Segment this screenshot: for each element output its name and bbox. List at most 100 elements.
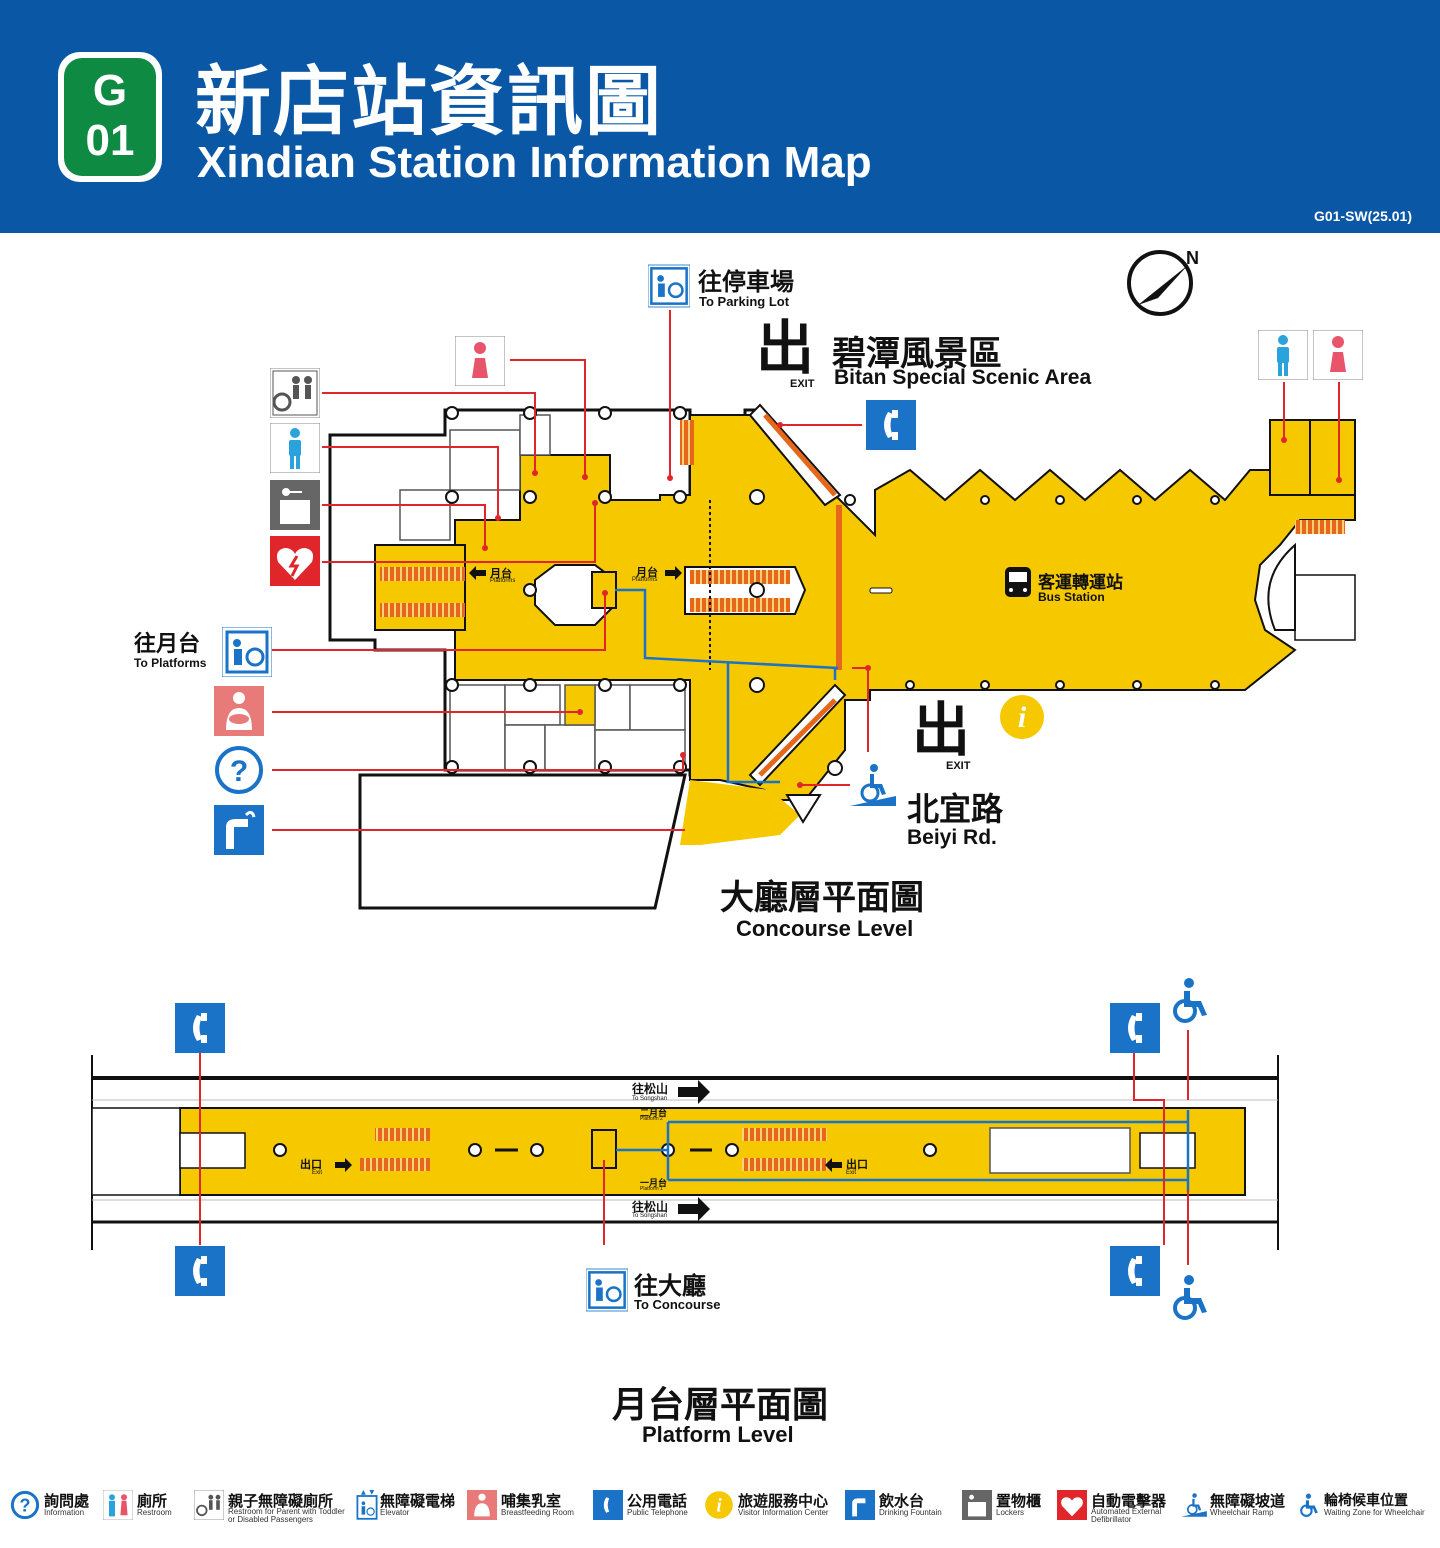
platform-sign-west-zh: 月台 <box>490 567 512 580</box>
ticket-gate-strip <box>836 505 842 670</box>
bench <box>869 587 893 594</box>
breastfeeding-room-icon <box>467 1490 497 1520</box>
accessible-route <box>615 588 839 784</box>
page-title-en: Xindian Station Information Map <box>197 138 872 187</box>
leader-line-dots <box>482 422 1342 788</box>
parking-label-en: To Parking Lot <box>699 294 790 309</box>
bus-station-zh: 客運轉運站 <box>1038 573 1123 593</box>
elevator-icon <box>222 627 272 677</box>
parking-label-zh: 往停車場 <box>698 268 794 296</box>
legend-zh: 置物櫃 <box>996 1492 1042 1510</box>
platform-structure <box>91 1055 1279 1250</box>
legend-en: Lockers <box>996 1508 1025 1517</box>
bus-icon <box>1005 567 1031 597</box>
legend-zh: 飲水台 <box>879 1492 925 1510</box>
legend-item: ? 詢問處 Information <box>10 1484 105 1524</box>
legend-en: Wheelchair Ramp <box>1210 1508 1274 1517</box>
bitan-label-zh: 碧潭風景區 <box>832 334 1002 374</box>
platform-sign-west-en: Platforms <box>490 578 516 584</box>
womens-restroom-icon <box>455 336 505 386</box>
exit-word-bitan: EXIT <box>790 378 815 390</box>
concourse-columns <box>445 406 1220 776</box>
legend-item: 飲水台 Drinking Fountain <box>845 1484 955 1524</box>
sign-code: G01-SW(25.01) <box>1313 208 1412 224</box>
public-telephone-icon <box>175 1246 225 1296</box>
header-banner: G 01 新店站資訊圖 Xindian Station Information … <box>0 0 1440 233</box>
to-songshan-top-en: To Songshan <box>632 1096 668 1102</box>
east-restroom-block <box>1267 419 1356 641</box>
bitan-label-en: Bitan Special Scenic Area <box>834 366 1092 389</box>
platform-exit-east-en: Exit <box>846 1170 857 1176</box>
wheelchair-waiting-icon <box>1300 1493 1318 1517</box>
concourse-title-en: Concourse Level <box>736 916 914 941</box>
svg-text:?: ? <box>230 755 248 788</box>
elevator-icon <box>356 1490 378 1520</box>
legend-item: 哺集乳室 Breastfeeding Room <box>467 1484 592 1524</box>
station-number: 01 <box>85 116 135 165</box>
legend-zh: 親子無障礙廁所 <box>228 1492 334 1510</box>
exit-word-beiyi: EXIT <box>946 760 971 772</box>
public-telephone-icon <box>175 1003 225 1053</box>
legend-en: Restroom for Parent with Toddler or Disa… <box>228 1507 345 1524</box>
platform-leader-lines <box>199 1030 1189 1265</box>
legend-item: 無障礙坡道 Wheelchair Ramp <box>1180 1484 1292 1524</box>
platform-columns <box>273 1143 937 1157</box>
legend-item: 自動電擊器 Automated External Defibrillator <box>1057 1484 1179 1524</box>
exit-mark-bitan: 出 <box>756 314 815 382</box>
public-telephone-icon <box>593 1490 623 1520</box>
svg-text:?: ? <box>20 1496 31 1516</box>
concourse-rooms <box>399 414 686 771</box>
drinking-fountain-icon <box>214 805 264 855</box>
legend-item: i 旅遊服務中心 Visitor Information Center <box>704 1484 839 1524</box>
platform-sign-east-en: Platforms <box>632 577 658 583</box>
aed-icon <box>270 536 320 586</box>
information-icon: ? <box>214 745 264 795</box>
family-restroom-icon <box>194 1490 224 1520</box>
platform-exit-east-zh: 出口 <box>846 1158 868 1171</box>
legend-en: Breastfeeding Room <box>501 1508 574 1517</box>
platform-title-zh: 月台層平面圖 <box>612 1385 829 1426</box>
legend-zh: 公用電話 <box>627 1492 688 1510</box>
legend-en: Automated External Defibrillator <box>1091 1507 1162 1524</box>
legend-en: Information <box>44 1508 85 1517</box>
to-songshan-top-zh: 往松山 <box>632 1082 669 1096</box>
legend-en: Visitor Information Center <box>738 1508 829 1517</box>
legend-en: Public Telephone <box>627 1508 688 1517</box>
platform-exit-west-en: Exit <box>312 1170 323 1176</box>
legend-bar: ? 詢問處 Information 廁所 Restroom 親子無障礙廁所 Re… <box>0 1484 1440 1548</box>
womens-restroom-icon <box>1313 330 1363 380</box>
legend-item: 輪椅候車位置 Waiting Zone for Wheelchair <box>1296 1484 1436 1524</box>
elevator-to-concourse-icon <box>586 1268 628 1312</box>
north-label: N <box>1186 248 1199 268</box>
legend-zh: 自動電擊器 <box>1091 1492 1167 1510</box>
station-map: i <box>91 250 1356 1265</box>
legend-en: Restroom <box>137 1508 172 1517</box>
svg-text:i: i <box>716 1496 722 1517</box>
beiyi-label-en: Beiyi Rd. <box>907 826 997 849</box>
concourse-leader-lines <box>272 310 1340 831</box>
station-badge-inner: G 01 <box>64 58 156 176</box>
entrance-triangle <box>785 794 822 824</box>
to-songshan-bottom-zh: 往松山 <box>632 1200 669 1214</box>
platform2-en: Platform 2 <box>640 1116 663 1122</box>
platform2-zh: 二月台 <box>640 1109 668 1119</box>
legend-item: 無障礙電梯 Elevator <box>356 1484 466 1524</box>
legend-item: 親子無障礙廁所 Restroom for Parent with Toddler… <box>194 1484 354 1524</box>
lockers-icon <box>270 480 320 530</box>
to-concourse-en: To Concourse <box>634 1297 721 1312</box>
breastfeeding-room-icon <box>214 686 264 736</box>
concourse-title-zh: 大廳層平面圖 <box>720 878 924 918</box>
drinking-fountain-icon <box>845 1490 875 1520</box>
public-telephone-icon <box>866 400 916 450</box>
legend-zh: 輪椅候車位置 <box>1324 1493 1408 1509</box>
legend-item: 置物櫃 Lockers <box>962 1484 1052 1524</box>
wheelchair-ramp-icon <box>850 764 896 806</box>
legend-zh: 無障礙坡道 <box>1210 1492 1286 1510</box>
lockers-icon <box>962 1490 992 1520</box>
family-restroom-icon <box>270 368 320 418</box>
beiyi-label-zh: 北宜路 <box>907 790 1004 828</box>
station-badge: G 01 <box>58 52 162 182</box>
legend-zh: 無障礙電梯 <box>380 1492 456 1510</box>
platform-exit-west-zh: 出口 <box>300 1158 322 1171</box>
legend-item: 公用電話 Public Telephone <box>593 1484 703 1524</box>
